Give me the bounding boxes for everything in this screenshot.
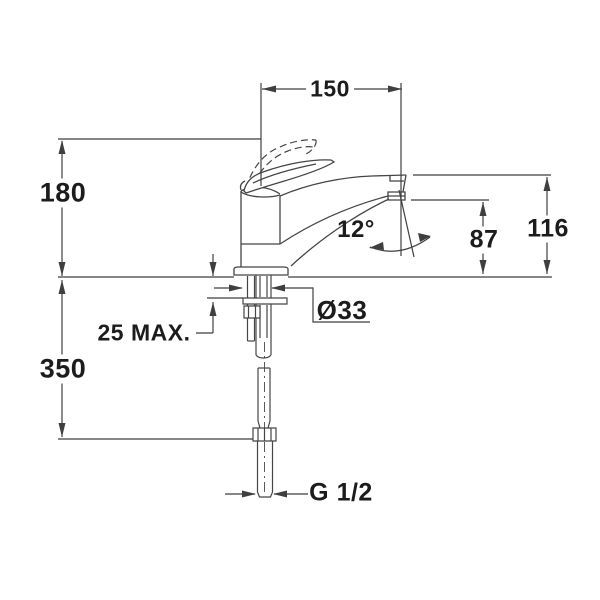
below-deck-length-dimension-label: 350	[35, 354, 91, 384]
mounting-hardware-outline	[242, 275, 288, 498]
lever-raised-dashed-outline	[245, 139, 317, 189]
aerator-height-dimension-label: 87	[465, 226, 503, 254]
overall-height-dimension-label: 180	[35, 178, 91, 208]
thread-size-dimension-label: G 1/2	[309, 478, 373, 507]
spout-angle-dimension-label: 12°	[337, 216, 375, 243]
dimension-lines	[58, 83, 552, 495]
outlet-height-dimension-label: 116	[523, 215, 573, 243]
dimension-arrowheads	[58, 85, 551, 498]
hole-diameter-dimension-label: Ø33	[316, 295, 368, 325]
faucet-body-outline	[233, 159, 407, 276]
spout-reach-dimension-label: 150	[306, 76, 354, 102]
deck-thickness-dimension-label: 25 MAX.	[97, 319, 191, 346]
